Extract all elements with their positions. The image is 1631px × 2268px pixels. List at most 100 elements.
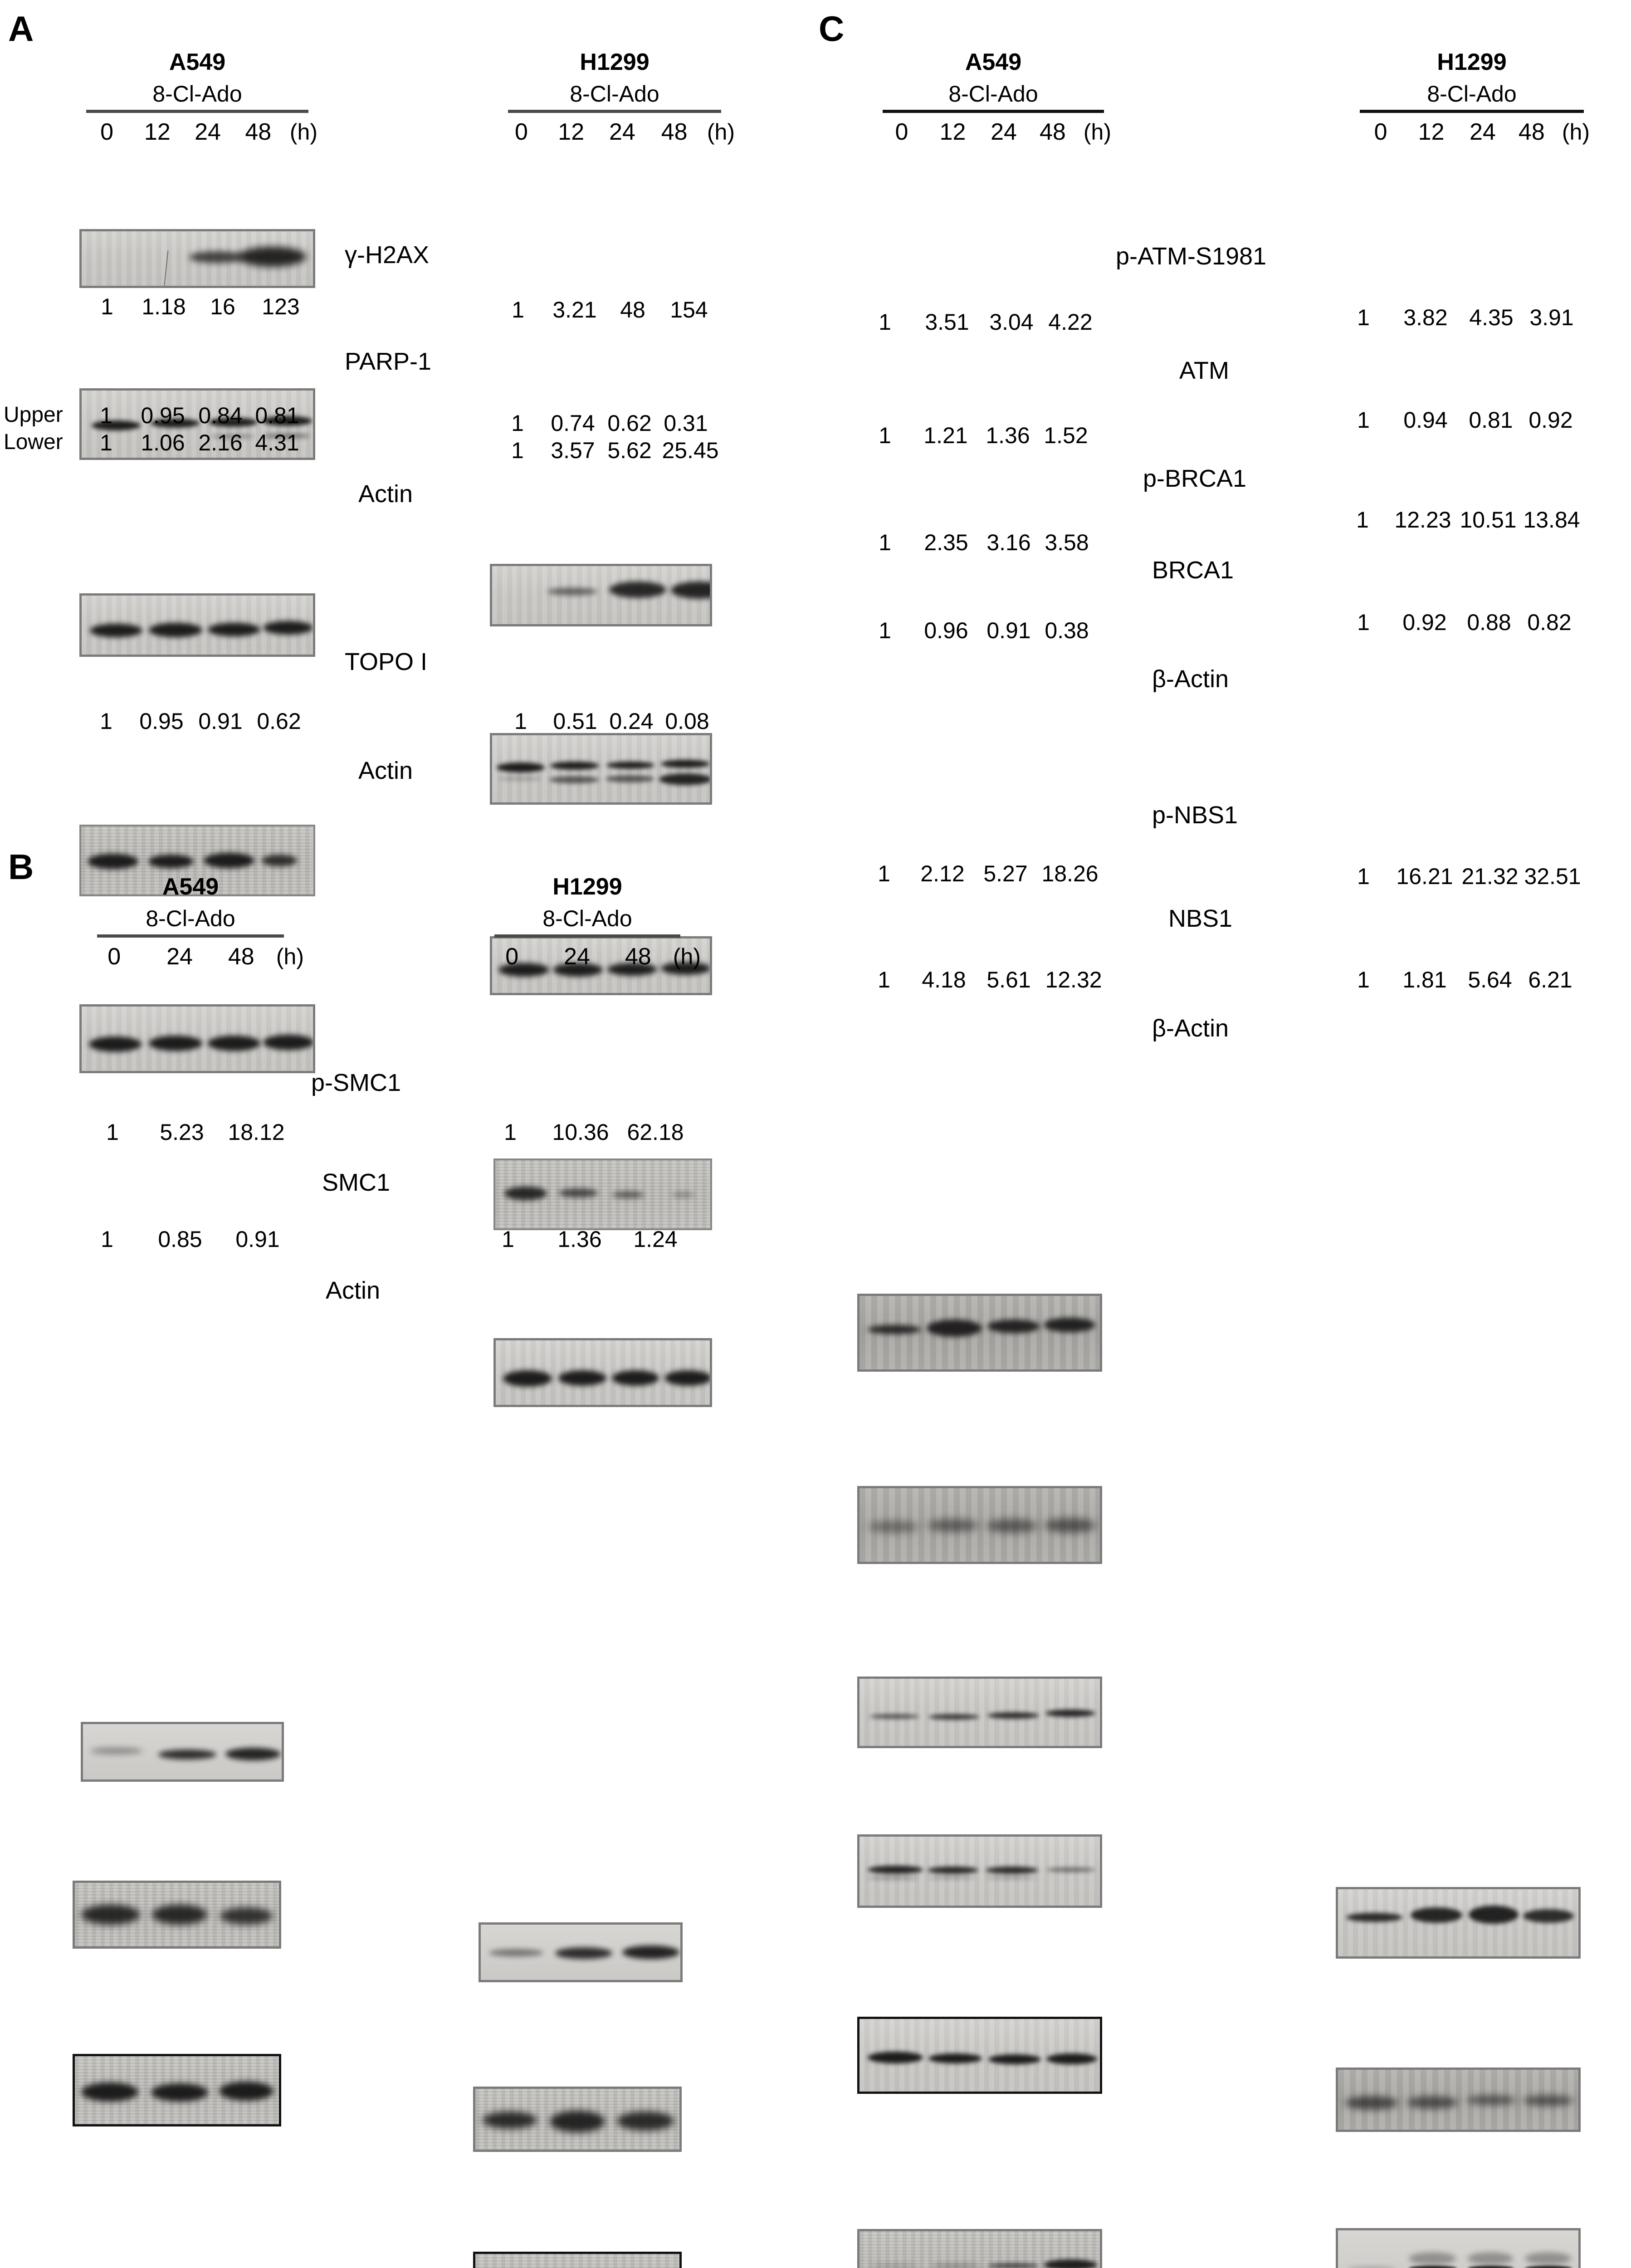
blot-c-a549-atm	[857, 1486, 1102, 1564]
quant-c-a549-atm: 1 1.21 1.36 1.52	[857, 423, 1095, 448]
blot-a-a549-actin-1	[79, 593, 315, 657]
quant-a-a549-gh2ax: 1 1.18 16 123	[79, 294, 310, 319]
quant-c-h1299-pbrca1: 1 12.23 10.51 13.84	[1336, 507, 1583, 533]
quant-value: 4.18	[922, 967, 966, 992]
quant-c-h1299-nbs1: 1 1.81 5.64 6.21	[1336, 967, 1579, 992]
blot-a-h1299-gh2ax	[490, 564, 712, 626]
timepoint-1: 12	[558, 119, 585, 146]
quant-value: 3.51	[925, 309, 969, 335]
quant-value: 1.21	[923, 423, 968, 448]
quant-value: 0.62	[257, 709, 301, 734]
quant-value: 0.82	[1527, 610, 1572, 635]
protein-label-actin-2: Actin	[358, 757, 413, 784]
quant-c-h1299-patm: 1 3.82 4.35 3.91	[1336, 305, 1581, 330]
blot-a-a549-gh2ax	[79, 229, 315, 288]
protein-label-smc1: SMC1	[322, 1169, 391, 1196]
quant-c-a549-nbs1: 1 4.18 5.61 12.32	[857, 967, 1107, 992]
quant-value: 62.18	[627, 1119, 684, 1145]
quant-value: 0.94	[1403, 407, 1448, 433]
blot-c-h1299-pbrca1	[1336, 2228, 1581, 2268]
timepoint-3: 48	[245, 119, 272, 146]
quant-b-h1299-smc1: 1 1.36 1.24	[476, 1227, 691, 1252]
blot-a-h1299-actin-1	[490, 936, 712, 995]
quant-value: 1	[1357, 967, 1370, 992]
quant-value: 0.31	[664, 411, 708, 436]
drug-label: 8-Cl-Ado	[570, 81, 659, 107]
quant-value: 3.82	[1403, 305, 1448, 330]
quant-value: 0.95	[141, 403, 185, 428]
protein-label-actin-1: Actin	[358, 480, 413, 508]
quant-value: 1	[514, 709, 527, 734]
cell-line-title: H1299	[552, 874, 622, 900]
quant-value: 1	[1357, 407, 1370, 433]
quant-value: 0.38	[1045, 618, 1089, 643]
quant-value: 1	[502, 1227, 514, 1252]
blot-a-h1299-parp1	[490, 733, 712, 805]
panel-letter-a: A	[8, 9, 34, 49]
timepoint-1: 24	[564, 943, 590, 970]
quant-value: 1	[106, 1119, 119, 1145]
quant-value: 0.51	[553, 709, 597, 734]
quant-a-a549-topoi: 1 0.95 0.91 0.62	[81, 709, 308, 734]
quant-value: 1	[101, 1227, 113, 1252]
quant-value: 21.32	[1461, 864, 1519, 889]
quant-a-h1299-gh2ax: 1 3.21 48 154	[492, 297, 718, 323]
quant-a-a549-parp1-lower: 1 1.06 2.16 4.31	[79, 430, 306, 455]
panel-c-h1299-header: H1299 8-Cl-Ado 0 12 24 48 (h)	[1354, 50, 1590, 146]
blot-b-a549-smc1	[73, 1881, 281, 1949]
quant-c-a549-pnbs1: 1 2.12 5.27 18.26	[857, 861, 1103, 886]
blot-b-h1299-actin	[473, 2252, 682, 2268]
timepoint-0: 0	[1374, 119, 1387, 146]
quant-value: 1.81	[1402, 967, 1447, 992]
quant-value: 0.84	[198, 403, 243, 428]
quant-value: 5.62	[607, 438, 652, 463]
timepoint-row: 0 24 48 (h)	[77, 943, 304, 970]
quant-a-h1299-parp1-upper: 1 0.74 0.62 0.31	[492, 411, 715, 436]
quant-value: 1	[879, 530, 891, 555]
quant-value: 1	[504, 1119, 517, 1145]
drug-label: 8-Cl-Ado	[146, 905, 235, 931]
protein-label-bactin-1: β-Actin	[1152, 665, 1229, 693]
quant-value: 0.24	[609, 709, 654, 734]
quant-value: 18.26	[1041, 861, 1099, 886]
protein-label-psmc1: p-SMC1	[311, 1069, 401, 1096]
protein-label-patm-s1981: p-ATM-S1981	[1116, 243, 1267, 270]
quant-value: 32.51	[1524, 864, 1581, 889]
quant-value: 3.16	[986, 530, 1031, 555]
timepoint-0: 0	[100, 119, 114, 146]
quant-value: 10.51	[1460, 507, 1517, 533]
quant-value: 10.36	[552, 1119, 609, 1145]
timepoint-3: 48	[1040, 119, 1066, 146]
blot-c-a549-brca1	[857, 1834, 1102, 1908]
quant-value: 3.04	[989, 309, 1034, 335]
quant-b-a549-psmc1: 1 5.23 18.12	[81, 1119, 293, 1145]
cell-line-title: A549	[169, 49, 226, 75]
panel-letter-c: C	[819, 9, 845, 49]
quant-value: 1	[879, 309, 891, 335]
quant-value: 1.36	[986, 423, 1030, 448]
blot-b-h1299-psmc1	[479, 1922, 683, 1982]
blot-b-h1299-smc1	[473, 2087, 682, 2152]
cell-line-title: A549	[162, 874, 219, 900]
quant-value: 4.31	[255, 430, 299, 455]
quant-value: 1	[1356, 507, 1369, 533]
parp1-upper-label: Upper	[4, 403, 63, 427]
timepoint-2: 48	[625, 943, 651, 970]
panel-c-a549-header: A549 8-Cl-Ado 0 12 24 48 (h)	[875, 50, 1111, 146]
cell-line-title: H1299	[580, 49, 649, 75]
quant-value: 0.92	[1402, 610, 1447, 635]
timepoint-1: 12	[144, 119, 171, 146]
quant-value: 12.23	[1394, 507, 1451, 533]
time-unit: (h)	[276, 944, 304, 970]
quant-value: 5.61	[986, 967, 1031, 992]
time-unit: (h)	[673, 944, 701, 970]
panel-letter-b: B	[8, 847, 34, 887]
protein-label-bactin-2: β-Actin	[1152, 1015, 1229, 1042]
quant-value: 1	[100, 430, 112, 455]
quant-value: 123	[262, 294, 300, 319]
protein-label-actin-b: Actin	[326, 1277, 381, 1304]
quant-value: 3.91	[1529, 305, 1574, 330]
quant-value: 0.88	[1467, 610, 1511, 635]
quant-value: 0.91	[235, 1227, 280, 1252]
timepoint-row: 0 12 24 48 (h)	[77, 118, 317, 146]
